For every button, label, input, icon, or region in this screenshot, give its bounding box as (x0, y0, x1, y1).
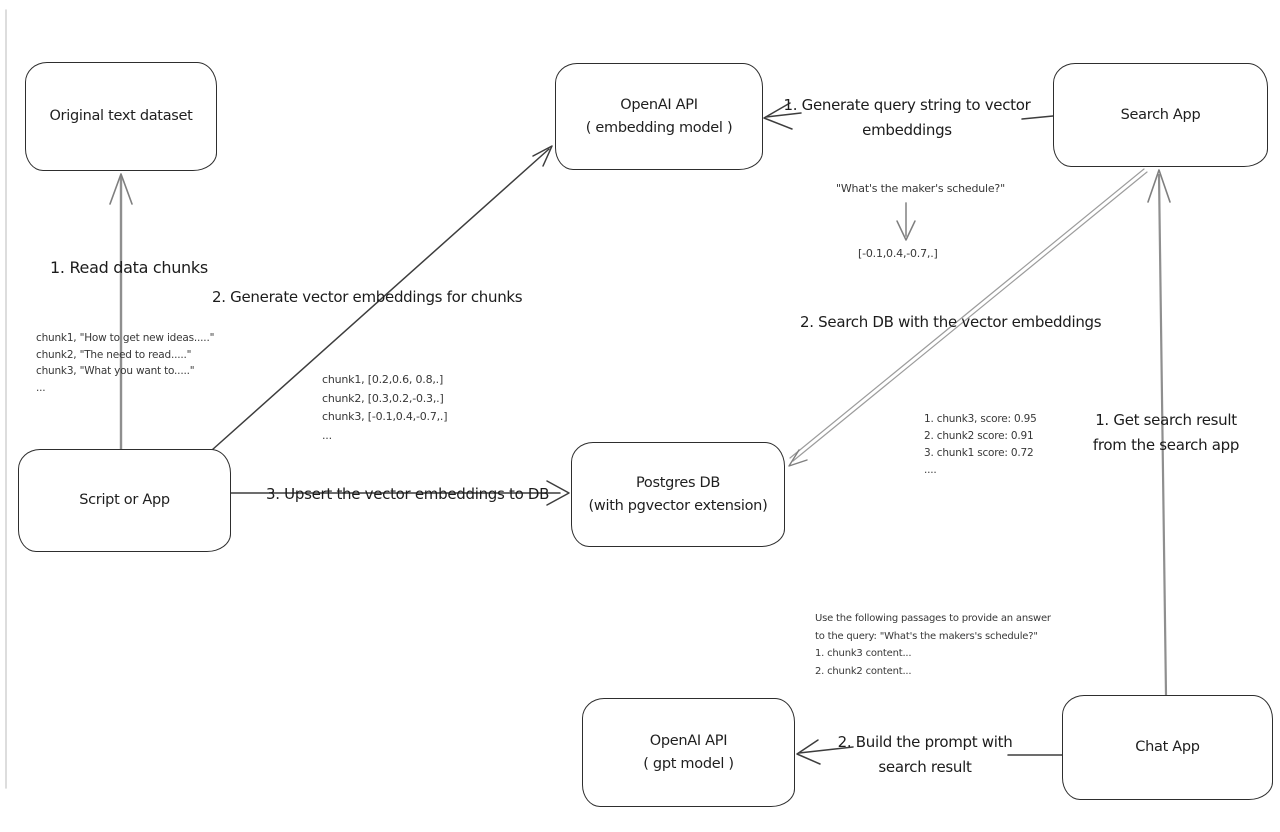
annotation-line: 2. chunk2 score: 0.91 (924, 430, 1034, 442)
annotation-line: ... (322, 428, 332, 442)
edge-label-line: search result (878, 758, 972, 776)
arrow-query-to-vector (763, 102, 1054, 130)
node-original-text-dataset: Original text dataset (25, 62, 217, 171)
annotation-line: ... (36, 381, 46, 394)
annotation-line: .... (924, 464, 937, 476)
annotation-line: to the query: "What's the makers's sched… (815, 630, 1038, 642)
arrow-query-embedding (896, 202, 916, 241)
arrow-build-prompt (796, 739, 1063, 765)
node-search-app: Search App (1053, 63, 1268, 167)
node-label: Original text dataset (49, 108, 193, 124)
node-openai-embedding: OpenAI API ( embedding model ) (555, 63, 763, 170)
annotation-chunk-vectors: chunk1, [0.2,0.6, 0.8,.] chunk2, [0.3,0.… (322, 371, 448, 445)
annotation-search-scores: 1. chunk3, score: 0.95 2. chunk2 score: … (924, 411, 1037, 479)
annotation-line: chunk3, "What you want to....." (36, 365, 195, 377)
edge-label-upsert: 3. Upsert the vector embeddings to DB (266, 485, 550, 503)
node-chat-app: Chat App (1062, 695, 1273, 800)
annotation-line: 2. chunk2 content... (815, 665, 912, 677)
node-label: ( gpt model ) (643, 755, 734, 772)
edge-label-line: 2. Build the prompt with (837, 733, 1013, 751)
annotation-line: chunk3, [-0.1,0.4,-0.7,.] (322, 410, 448, 423)
arrow-generate-embeddings (211, 145, 553, 451)
edge-label-query-to-vector: 1. Generate query string to vector embed… (782, 93, 1032, 143)
node-label: ( embedding model ) (585, 119, 733, 136)
arrow-get-result (1147, 169, 1171, 697)
node-label: (with pgvector extension) (588, 497, 768, 514)
annotation-line: 1. chunk3 content... (815, 648, 912, 659)
annotation-line: chunk1, "How to get new ideas....." (36, 332, 215, 344)
annotation-line: Use the following passages to provide an… (815, 613, 1051, 624)
edge-label-line: 1. Get search result (1095, 411, 1237, 429)
edge-label-build-prompt: 2. Build the prompt with search result (830, 730, 1020, 780)
annotation-line: chunk2, [0.3,0.2,-0.3,.] (322, 391, 444, 405)
edge-label-line: 1. Generate query string to vector (783, 96, 1031, 114)
edge-label-get-result: 1. Get search result from the search app (1085, 408, 1247, 458)
edge-label-read-chunks: 1. Read data chunks (50, 258, 208, 277)
node-label: OpenAI API (620, 96, 698, 113)
annotation-query-vector: [-0.1,0.4,-0.7,.] (858, 247, 938, 260)
node-openai-gpt: OpenAI API ( gpt model ) (582, 698, 795, 807)
annotation-line: 3. chunk1 score: 0.72 (924, 447, 1034, 459)
node-postgres-db: Postgres DB (with pgvector extension) (571, 442, 785, 547)
node-label: Search App (1120, 106, 1201, 123)
arrow-read-chunks (109, 173, 133, 451)
edge-label-line: from the search app (1092, 436, 1240, 454)
arrow-search-db (788, 168, 1148, 467)
edge-label-generate-embeddings: 2. Generate vector embeddings for chunks (212, 288, 523, 306)
arrow-upsert (228, 480, 570, 506)
edge-label-search-db: 2. Search DB with the vector embeddings (800, 313, 1102, 331)
annotation-chunk-texts: chunk1, "How to get new ideas....." chun… (36, 330, 214, 396)
annotation-line: chunk1, [0.2,0.6, 0.8,.] (322, 373, 444, 386)
annotation-prompt: Use the following passages to provide an… (815, 610, 1051, 680)
node-label: Postgres DB (635, 474, 721, 491)
annotation-line: chunk2, "The need to read....." (36, 348, 192, 361)
edge-label-line: embeddings (862, 121, 952, 139)
node-script-or-app: Script or App (18, 449, 231, 552)
node-label: Script or App (79, 492, 170, 508)
annotation-line: 1. chunk3, score: 0.95 (924, 413, 1037, 425)
node-label: OpenAI API (649, 732, 728, 749)
node-label: Chat App (1135, 739, 1200, 755)
annotation-query-string: "What's the maker's schedule?" (836, 182, 1005, 195)
